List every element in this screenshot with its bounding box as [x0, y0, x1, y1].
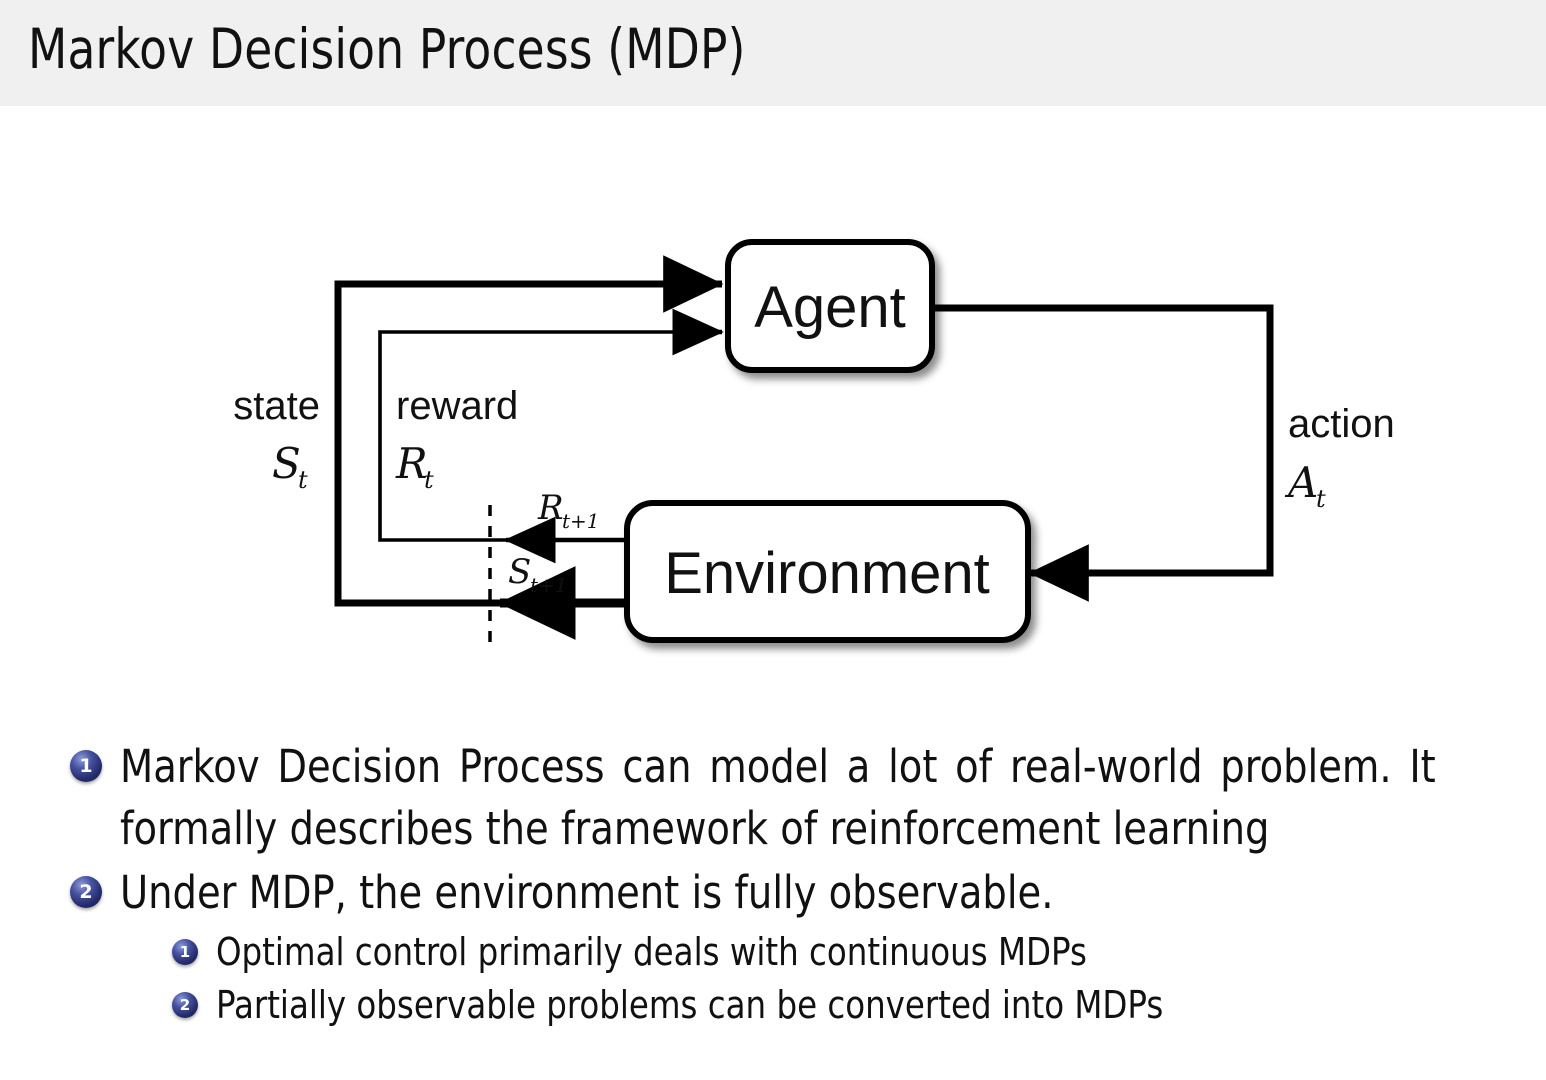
state-symbol-subscript: t: [298, 466, 308, 494]
environment-label: Environment: [664, 541, 990, 606]
environment-node: Environment: [624, 500, 1031, 643]
reward-symbol-label: R: [395, 439, 428, 488]
bullet-text-1: Markov Decision Process can model a lot …: [120, 740, 1436, 855]
bullet-list: 1 Markov Decision Process can model a lo…: [0, 736, 1546, 1032]
state-next-symbol-label: S: [508, 552, 531, 592]
reward-next-subscript: t+1: [562, 509, 600, 533]
bullet-badge-1: 1: [70, 750, 102, 782]
state-loop-line: [334, 280, 718, 607]
agent-box: [725, 239, 935, 373]
state-symbol-label: S: [272, 439, 301, 488]
state-word-label: state: [233, 384, 320, 428]
action-symbol-subscript: t: [1316, 485, 1326, 513]
reward-next-label-group: R t+1: [537, 488, 600, 533]
list-item: 2 Partially observable problems can be c…: [172, 979, 1546, 1032]
action-loop-line: [932, 304, 1274, 577]
mdp-diagram: Agent Environment state S t reward R t a…: [0, 106, 1546, 706]
bullet-text-2: Under MDP, the environment is fully obse…: [120, 866, 1054, 919]
environment-box: [624, 500, 1031, 643]
action-edge-path: [932, 304, 1274, 602]
list-item: 2 Under MDP, the environment is fully ob…: [70, 862, 1546, 924]
sub-bullet-badge-2: 2: [172, 992, 198, 1018]
state-label-group: state S t: [233, 384, 320, 494]
reward-label-group: reward R t: [395, 384, 518, 494]
state-next-label-group: S t+1: [508, 552, 568, 597]
reward-next-symbol-label: R: [537, 488, 564, 528]
action-symbol-label: A: [1284, 458, 1318, 507]
sub-bullet-text-2: Partially observable problems can be con…: [216, 983, 1164, 1027]
sub-bullet-text-1: Optimal control primarily deals with con…: [216, 930, 1087, 974]
action-label-group: action A t: [1284, 402, 1395, 513]
list-item: 1 Optimal control primarily deals with c…: [172, 926, 1546, 979]
state-next-subscript: t+1: [530, 573, 568, 597]
page-title: Markov Decision Process (MDP): [28, 17, 746, 81]
list-item: 1 Markov Decision Process can model a lo…: [70, 736, 1546, 860]
reward-symbol-subscript: t: [424, 466, 434, 494]
sub-bullet-badge-1: 1: [172, 939, 198, 965]
reward-word-label: reward: [396, 384, 518, 428]
reward-loop-line: [378, 330, 716, 542]
bullet-badge-2: 2: [70, 876, 102, 908]
action-word-label: action: [1288, 402, 1395, 446]
agent-node: Agent: [725, 239, 935, 373]
agent-label: Agent: [754, 275, 906, 340]
slide-header-bar: Markov Decision Process (MDP): [0, 0, 1546, 106]
